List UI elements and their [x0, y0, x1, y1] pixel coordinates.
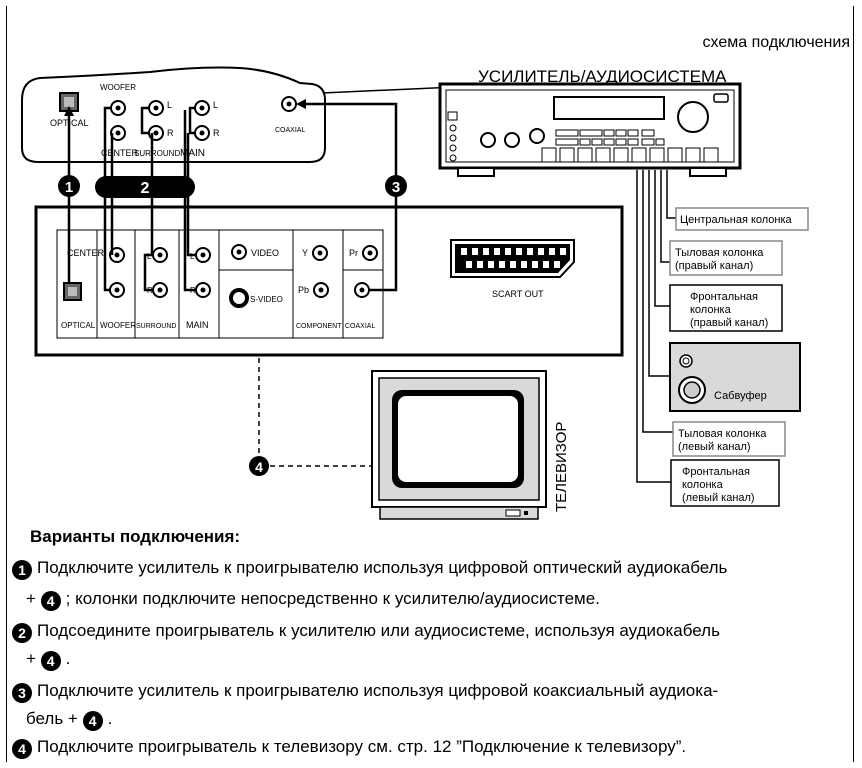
option-1-plus: +	[26, 589, 36, 608]
subwoofer-label: Сабвуфер	[714, 390, 767, 402]
option-1: 1 Подключите усилитель к проигрывателю ис…	[12, 555, 842, 581]
player-main-l-label: L	[190, 252, 195, 261]
amp-surround-r-label: R	[167, 128, 174, 138]
option-3-cont-text: .	[107, 709, 113, 728]
speaker-rear-right-line2: (правый канал)	[675, 260, 753, 272]
cables	[67, 102, 398, 292]
marker-2-bar	[95, 176, 195, 198]
amp-coaxial-label: COAXIAL	[275, 127, 305, 134]
amplifier-display	[553, 96, 665, 120]
scart-connector[interactable]	[450, 239, 575, 278]
optical-arrow	[64, 106, 74, 116]
speaker-front-left-line2: колонка	[682, 479, 724, 491]
speaker-rear-left-box	[672, 421, 786, 457]
option-2-plus: +	[26, 649, 36, 668]
option-3-ref-4: 4	[82, 711, 103, 731]
player-center-label: CENTER	[67, 248, 105, 258]
player-pr-label: Pr	[349, 248, 358, 258]
option-2-text: Подсоедините проигрыватель к усилителю и…	[37, 621, 720, 640]
option-3-continuation: бель + 4.	[12, 706, 856, 732]
amp-woofer-label: WOOFER	[100, 83, 136, 92]
option-1-cont-text: ; колонки подключите непосредственно к у…	[65, 589, 600, 608]
speaker-front-right-line1: Фронтальная	[690, 291, 758, 303]
player-coaxial-label: COAXIAL	[345, 323, 375, 330]
player-main-label: MAIN	[186, 320, 209, 330]
option-3-number: 3	[12, 683, 32, 703]
player-s-video-label: S-VIDEO	[250, 295, 283, 304]
option-1-text: Подключите усилитель к проигрывателю исп…	[37, 558, 728, 577]
amp-optical-port-inner	[64, 97, 74, 107]
tv-label: ТЕЛЕВИЗОР	[553, 422, 570, 512]
speaker-rear-right-line1: Тыловая колонка	[675, 247, 764, 259]
marker-3-circle	[385, 175, 407, 197]
player-pb-label: Pb	[298, 285, 309, 295]
option-4: 4 Подключите проигрыватель к телевизору с…	[12, 734, 842, 760]
scart-out-label: SCART OUT	[492, 289, 544, 299]
player-woofer-label: WOOFER	[100, 321, 136, 330]
player-video-label: VIDEO	[251, 248, 279, 258]
option-2-cont-text: .	[65, 649, 71, 668]
player-optical-label: OPTICAL	[61, 321, 96, 330]
speaker-front-left-box	[670, 459, 780, 507]
amp-main-label: MAIN	[180, 148, 205, 159]
page-frame	[6, 6, 854, 762]
marker-1-circle	[58, 175, 80, 197]
diagram-caption: схема подключения	[703, 34, 850, 51]
player-surround-l-label: L	[147, 252, 152, 261]
player-y-label: Y	[302, 248, 308, 258]
speaker-front-left-line3: (левый канал)	[682, 492, 755, 504]
amp-center-label: CENTER	[101, 148, 139, 158]
option-4-text: Подключите проигрыватель к телевизору см…	[37, 737, 687, 756]
speaker-front-left-line1: Фронтальная	[682, 466, 750, 478]
player-component-label: COMPONENT	[296, 323, 342, 330]
option-4-number: 4	[12, 739, 32, 759]
option-1-number: 1	[12, 560, 32, 580]
marker-3: 3	[392, 179, 400, 196]
volume-knob[interactable]	[677, 101, 709, 133]
option-2: 2 Подсоедините проигрыватель к усилителю …	[12, 618, 842, 644]
tv-link-dashed	[258, 358, 372, 467]
coaxial-arrow	[296, 99, 306, 109]
amp-main-l-label: L	[213, 100, 218, 110]
amplifier-front	[438, 82, 742, 177]
amplifier-title: УСИЛИТЕЛЬ/АУДИОСИСТЕМА	[478, 67, 727, 86]
amp-surround-l-label: L	[167, 100, 172, 110]
option-3: 3 Подключите усилитель к проигрывателю ис…	[12, 678, 842, 704]
player-surround-label: SURROUND	[136, 323, 176, 330]
speaker-front-right-line3: (правый канал)	[690, 317, 768, 329]
marker-4-circle	[249, 456, 269, 476]
option-3-plus: бель +	[26, 709, 78, 728]
amp-main-r-label: R	[213, 128, 220, 138]
player-rca-jacks	[109, 244, 378, 308]
option-1-ref-4: 4	[40, 591, 61, 611]
marker-4: 4	[255, 459, 263, 475]
options-title: Варианты подключения:	[30, 527, 241, 546]
option-2-ref-4: 4	[40, 651, 61, 671]
marker-2: 2	[141, 180, 150, 197]
option-1-continuation: + 4; колонки подключите непосредственно …	[12, 586, 856, 612]
speaker-front-right-line2: колонка	[690, 304, 732, 316]
option-2-continuation: + 4.	[12, 646, 856, 672]
amplifier-back-panel	[21, 66, 326, 163]
option-2-number: 2	[12, 623, 32, 643]
amp-surround-label: SURROUND	[134, 149, 180, 158]
option-3-text: Подключите усилитель к проигрывателю исп…	[37, 681, 719, 700]
speaker-center-box	[675, 207, 809, 231]
speaker-wires	[636, 170, 676, 483]
marker-1: 1	[65, 179, 73, 196]
speaker-rear-left-line2: (левый канал)	[678, 441, 751, 453]
speaker-rear-right-box	[669, 240, 783, 276]
speaker-rear-left-line1: Тыловая колонка	[678, 428, 767, 440]
tv-icon	[371, 370, 547, 520]
speaker-center-label: Центральная колонка	[680, 214, 793, 226]
speaker-front-right-box	[669, 284, 783, 332]
